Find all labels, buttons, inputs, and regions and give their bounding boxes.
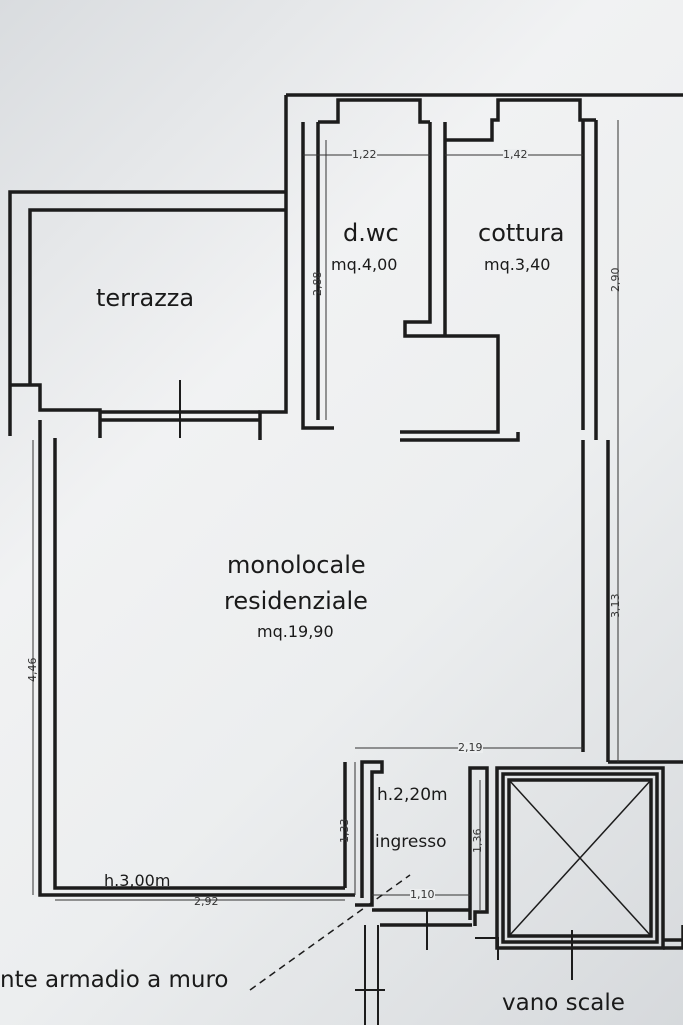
dim-ingresso-right: 1,36 bbox=[471, 828, 484, 854]
dim-wc-height: 2,88 bbox=[311, 271, 324, 297]
lower-wall bbox=[364, 925, 379, 1025]
top-wall-inner bbox=[301, 122, 334, 430]
stair-step bbox=[663, 925, 683, 950]
terrazza-parapet bbox=[10, 383, 102, 438]
terrazza-outer-wall bbox=[8, 190, 286, 436]
stair-lower-wall bbox=[608, 760, 683, 942]
stair-cross bbox=[508, 779, 652, 937]
wc-partition bbox=[403, 122, 445, 338]
vano-scale-label: vano scale bbox=[502, 990, 625, 1016]
top-wall bbox=[258, 95, 288, 440]
room-cottura-area: mq.3,40 bbox=[484, 255, 551, 274]
dim-right-lower: 3,13 bbox=[609, 593, 622, 619]
dim-door-width: 1,10 bbox=[410, 888, 435, 901]
cottura-counter bbox=[400, 334, 500, 434]
ingresso-right bbox=[468, 766, 489, 926]
armadio-leader bbox=[249, 874, 411, 991]
room-terrazza-label: terrazza bbox=[96, 284, 195, 312]
dim-wc-width: 1,22 bbox=[352, 148, 377, 161]
dim-left-height: 4,46 bbox=[26, 657, 39, 683]
room-cottura-label: cottura bbox=[478, 219, 565, 247]
cottura-counter-bottom bbox=[400, 432, 520, 442]
room-ingresso-label: ingresso bbox=[375, 832, 447, 852]
cottura-top bbox=[445, 98, 596, 142]
armadio-label: nte armadio a muro bbox=[0, 967, 229, 993]
ceiling-height-label: h.3,00m bbox=[104, 871, 171, 890]
stair-box-outer bbox=[495, 766, 665, 950]
ingresso-door bbox=[372, 908, 472, 927]
dim-cottura-width: 1,42 bbox=[503, 148, 528, 161]
left-wall-outer bbox=[38, 420, 355, 897]
room-monolocale-area: mq.19,90 bbox=[257, 622, 334, 641]
terrazza-inner-wall bbox=[28, 208, 286, 385]
room-monolocale-label-2: residenziale bbox=[224, 587, 368, 615]
dim-bottom-width: 2,92 bbox=[194, 895, 219, 908]
lower-wall-right bbox=[475, 937, 499, 960]
stair-box-inner bbox=[507, 778, 653, 938]
room-monolocale-label-1: monolocale bbox=[227, 551, 366, 579]
dim-right-upper: 2,90 bbox=[609, 267, 622, 293]
left-wall-inner bbox=[53, 438, 345, 890]
room-wc-area: mq.4,00 bbox=[331, 255, 398, 274]
ingresso-left2 bbox=[355, 760, 384, 907]
ingresso-height: h.2,20m bbox=[377, 785, 448, 805]
dim-ingresso-left: 1,33 bbox=[338, 818, 351, 844]
wc-window bbox=[318, 98, 430, 124]
room-wc-label: d.wc bbox=[343, 219, 399, 247]
stair-box-mid bbox=[501, 772, 659, 944]
dim-ingresso-top: 2,19 bbox=[458, 741, 483, 754]
